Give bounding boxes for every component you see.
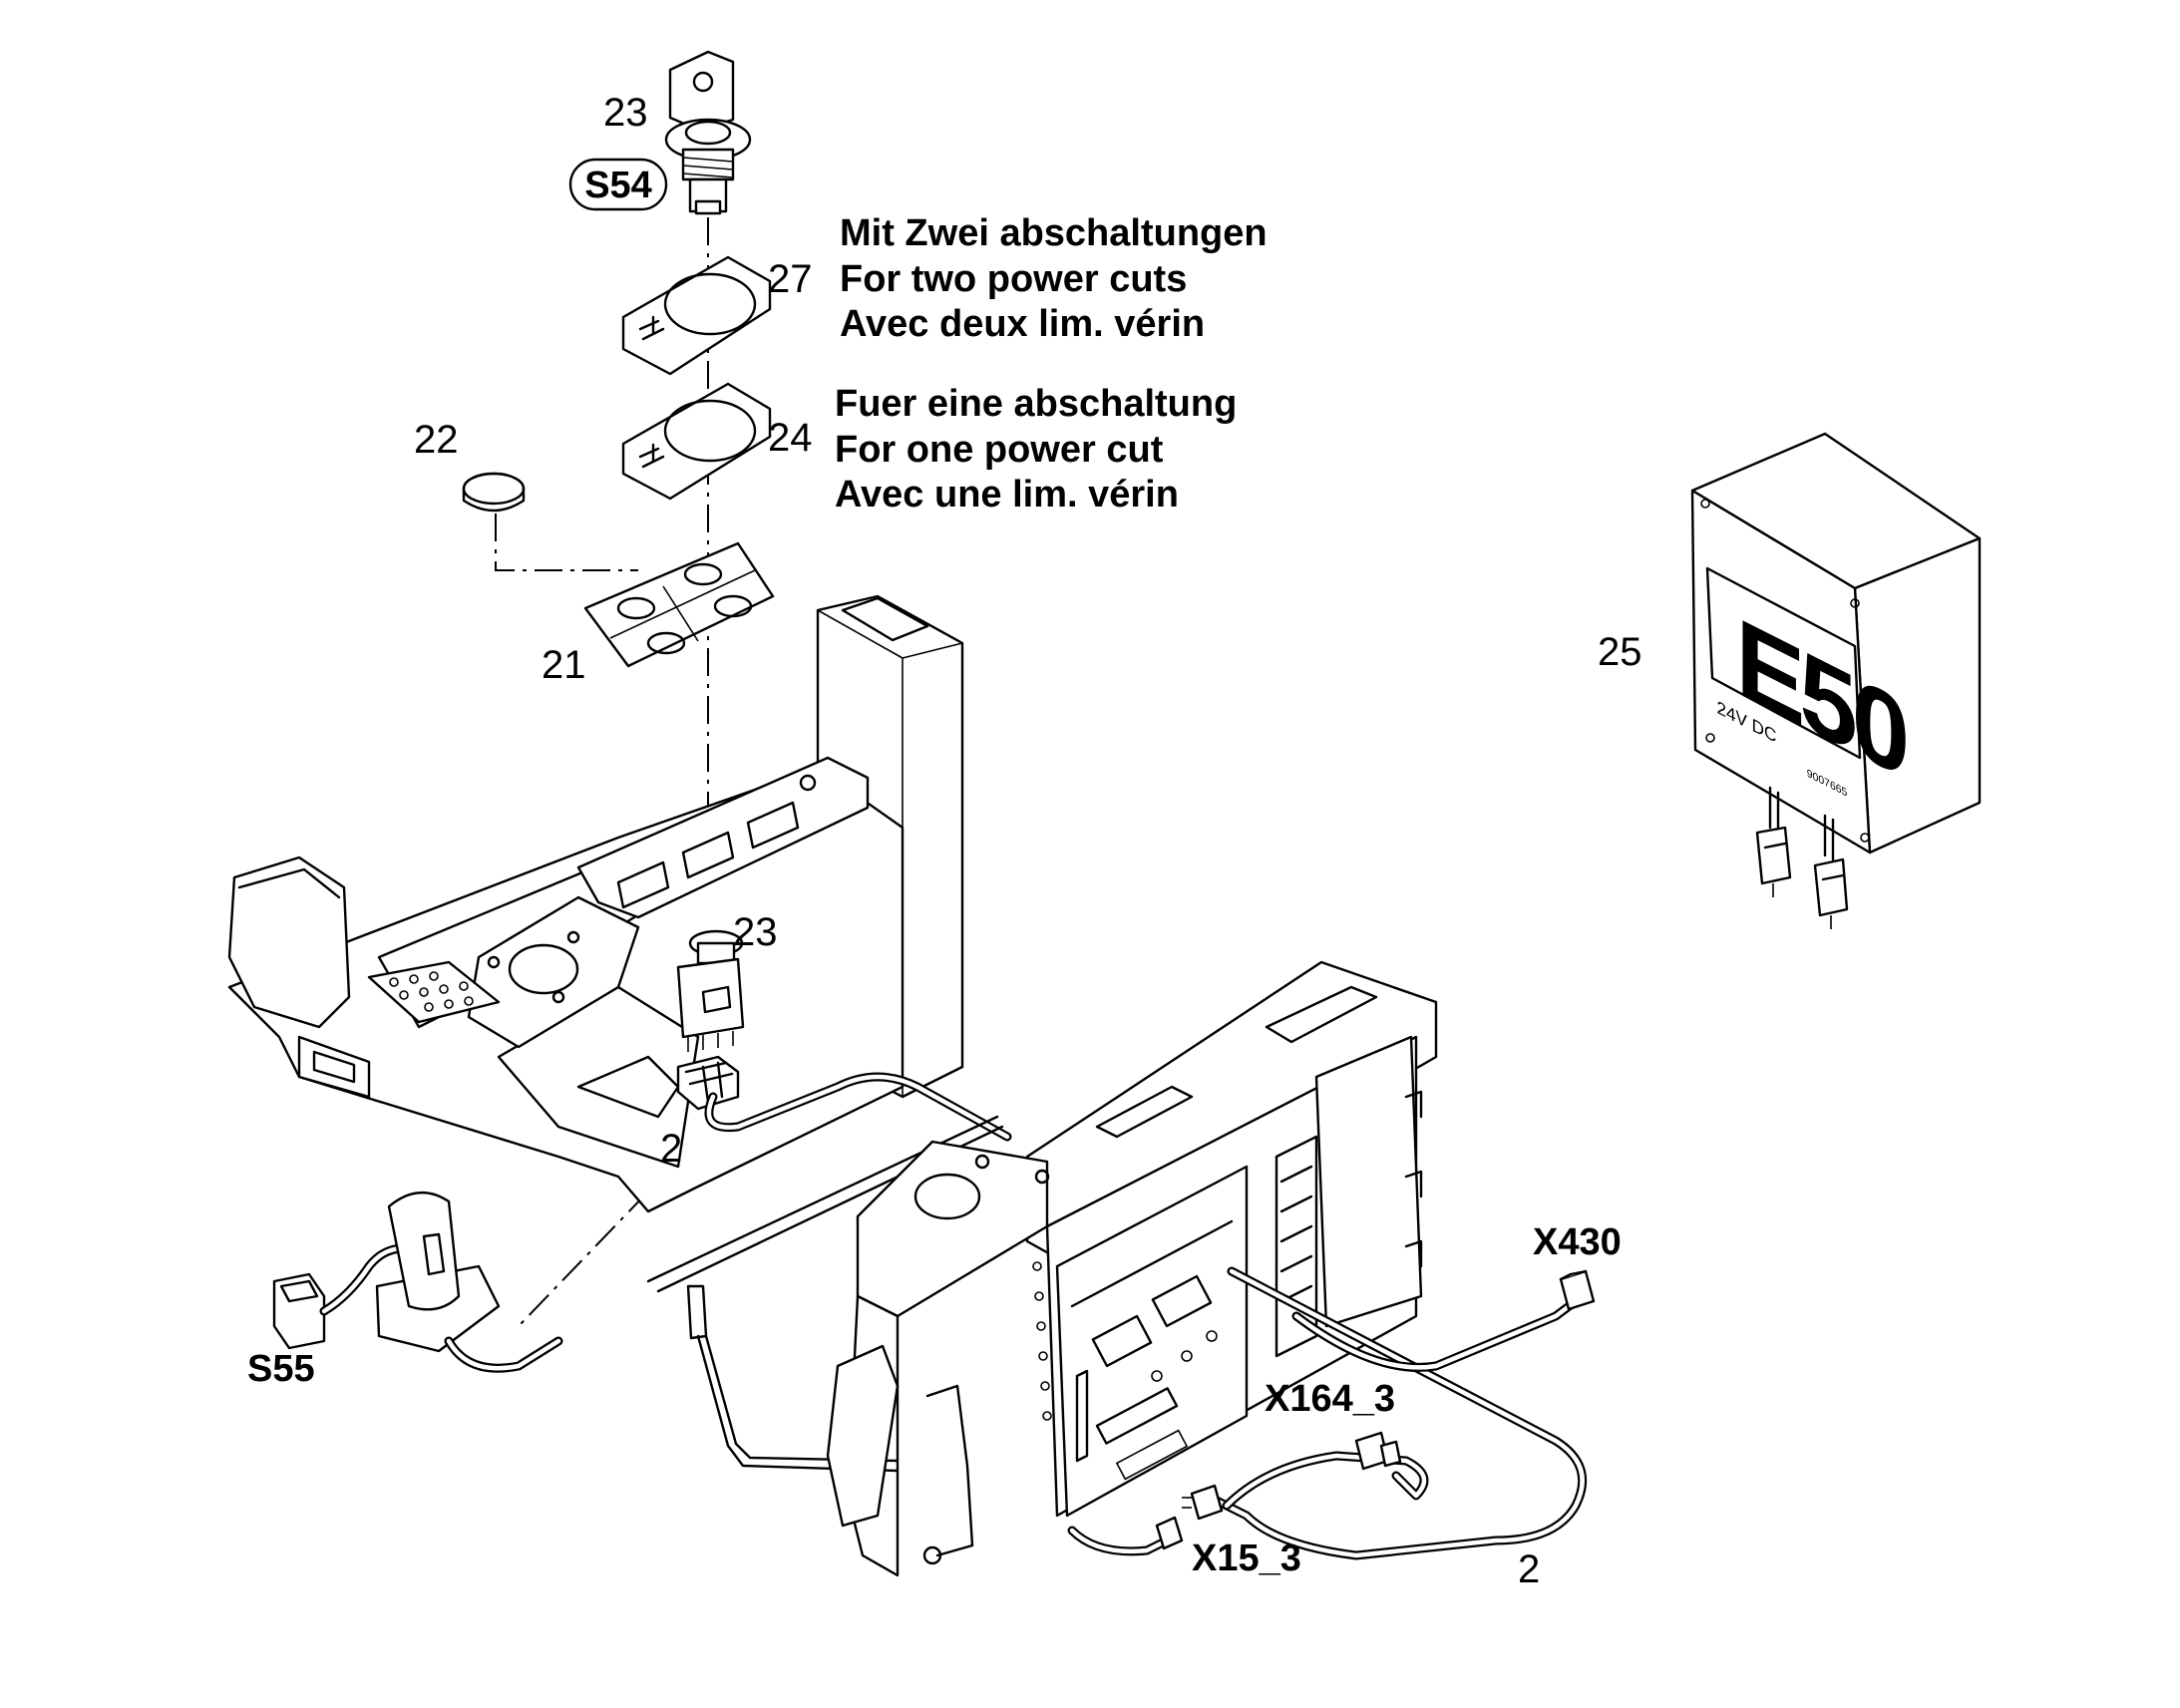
harness-left bbox=[704, 1072, 1012, 1142]
callout-2-left: 2 bbox=[660, 1127, 682, 1171]
callout-25: 25 bbox=[1598, 630, 1642, 674]
note-one-line-en: For one power cut bbox=[835, 429, 1164, 471]
palm-pad-holes bbox=[389, 971, 474, 1012]
callout-27: 27 bbox=[768, 257, 813, 301]
pcb-components bbox=[1115, 1330, 1218, 1481]
key-switch-top bbox=[664, 50, 752, 215]
connector-x164-3 bbox=[1354, 1431, 1402, 1471]
connector-x430 bbox=[1559, 1269, 1596, 1311]
callout-s55: S55 bbox=[247, 1348, 315, 1390]
mounting-bracket bbox=[826, 1344, 974, 1565]
plate-27 bbox=[621, 255, 772, 376]
note-two-line-de: Mit Zwei abschaltungen bbox=[840, 212, 1268, 254]
callout-2-right: 2 bbox=[1518, 1547, 1540, 1591]
note-two-power-cuts: Mit Zwei abschaltungen For two power cut… bbox=[840, 212, 1268, 345]
operator-console bbox=[227, 594, 964, 1213]
lever-arm bbox=[686, 1284, 900, 1473]
callout-23-top: 23 bbox=[603, 91, 648, 135]
callout-24: 24 bbox=[768, 416, 813, 460]
callout-22: 22 bbox=[414, 418, 459, 462]
bracket-21 bbox=[583, 541, 775, 668]
note-one-line-de: Fuer eine abschaltung bbox=[835, 383, 1237, 425]
note-one-power-cut: Fuer eine abschaltung For one power cut … bbox=[835, 383, 1237, 515]
note-two-line-fr: Avec deux lim. vérin bbox=[840, 303, 1205, 345]
callout-23-lower: 23 bbox=[733, 910, 778, 954]
s54-label: S54 bbox=[584, 165, 652, 206]
control-box-25: E50 24V DC 9007665 bbox=[1690, 432, 1982, 929]
note-one-line-fr: Avec une lim. vérin bbox=[835, 474, 1179, 515]
callout-x164-3: X164_3 bbox=[1265, 1378, 1395, 1420]
callout-x15-3: X15_3 bbox=[1192, 1537, 1301, 1579]
joystick-grip bbox=[375, 1191, 563, 1373]
blank-cap-22 bbox=[462, 472, 526, 512]
switch-lower-23 bbox=[676, 929, 745, 1111]
callout-x430: X430 bbox=[1533, 1221, 1622, 1263]
note-two-line-en: For two power cuts bbox=[840, 258, 1187, 300]
callout-21: 21 bbox=[542, 643, 586, 687]
harness-right bbox=[1067, 1266, 1588, 1560]
plate-24 bbox=[621, 382, 772, 501]
s54-tag: S54 bbox=[568, 158, 668, 211]
callout-labels: 23 27 24 22 21 23 2 S55 25 X430 X164_3 X… bbox=[247, 91, 1642, 1591]
connector-x15-3 bbox=[1155, 1484, 1224, 1550]
